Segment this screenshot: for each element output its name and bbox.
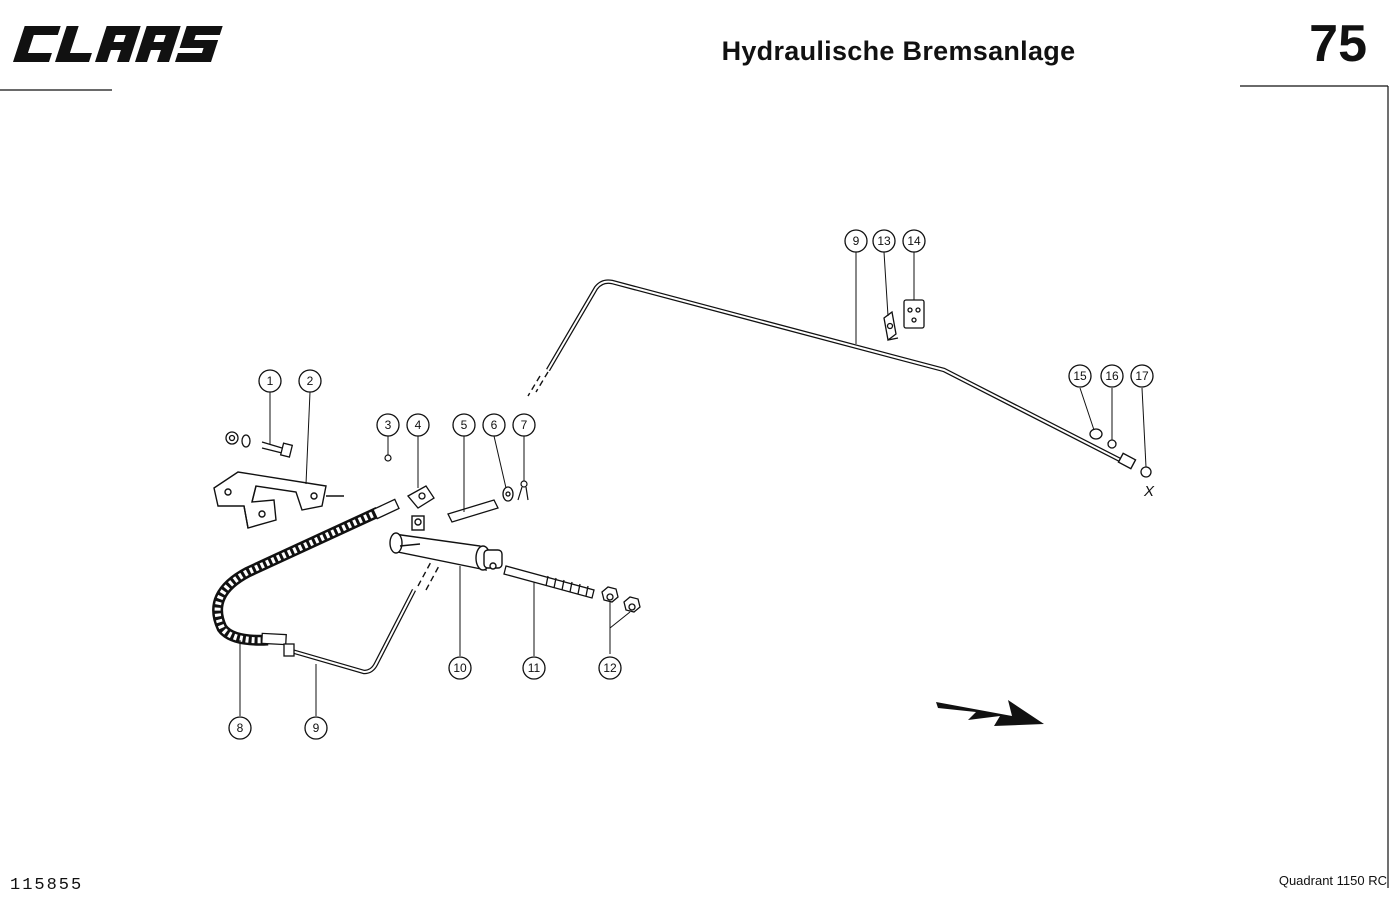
pin-part-5 xyxy=(447,499,499,523)
callout-label: 13 xyxy=(877,234,891,248)
callout-label: 7 xyxy=(521,418,528,432)
callout-12: 12 xyxy=(598,656,622,680)
claas-logo xyxy=(8,22,228,71)
banjo-fitting-part-4 xyxy=(406,485,435,509)
callout-17: 17 xyxy=(1130,364,1154,388)
callout-11: 11 xyxy=(522,656,546,680)
clamp-part-14 xyxy=(903,299,925,329)
brake-line-lower xyxy=(283,559,441,675)
callout-15: 15 xyxy=(1068,364,1092,388)
callout-label: 5 xyxy=(461,418,468,432)
callout-label: 9 xyxy=(853,234,860,248)
callout-label: 9 xyxy=(313,721,320,735)
callout-label: 8 xyxy=(237,721,244,735)
callout-label: 10 xyxy=(453,661,467,675)
callout-13: 13 xyxy=(872,229,896,253)
washer-part-6 xyxy=(502,486,514,502)
callout-2: 2 xyxy=(298,369,322,393)
leader-lines xyxy=(239,251,1147,716)
callout-label: 17 xyxy=(1135,369,1149,383)
end-marker-x: X xyxy=(1143,483,1155,500)
callout-label: 3 xyxy=(385,418,392,432)
callout-1: 1 xyxy=(258,369,282,393)
callout-8: 8 xyxy=(228,716,252,740)
brake-hose-part-8 xyxy=(212,498,400,646)
page-frame xyxy=(0,85,1389,888)
callout-7: 7 xyxy=(512,413,536,437)
callout-9-upper: 9 xyxy=(844,229,868,253)
callout-label: 11 xyxy=(528,661,541,675)
nuts-part-12 xyxy=(601,586,641,613)
claas-logo-graphic xyxy=(13,26,223,62)
callout-label: 6 xyxy=(491,418,498,432)
callout-label: 2 xyxy=(307,374,314,388)
callout-label: 1 xyxy=(267,374,274,388)
callout-label: 4 xyxy=(415,418,422,432)
brake-line-end-fitting xyxy=(1117,452,1137,470)
callout-14: 14 xyxy=(902,229,926,253)
callout-10: 10 xyxy=(448,656,472,680)
page-title: Hydraulische Bremsanlage xyxy=(721,36,1076,66)
callout-label: 14 xyxy=(907,234,921,248)
callout-9-lower: 9 xyxy=(304,716,328,740)
model-name: Quadrant 1150 RC xyxy=(1278,873,1387,888)
callout-16: 16 xyxy=(1100,364,1124,388)
callout-label: 16 xyxy=(1105,369,1119,383)
callout-label: 12 xyxy=(603,661,617,675)
document-number: 115855 xyxy=(10,876,84,895)
page-number: 75 xyxy=(1309,15,1367,73)
bracket-part-2 xyxy=(213,471,344,529)
fittings-15-16-17 xyxy=(1089,428,1152,478)
split-pin-part-7 xyxy=(517,480,529,501)
callout-6: 6 xyxy=(482,413,506,437)
brake-line-upper xyxy=(527,279,1126,465)
ball-part-3 xyxy=(384,454,392,462)
direction-arrow-icon xyxy=(936,700,1044,726)
callout-5: 5 xyxy=(452,413,476,437)
callout-4: 4 xyxy=(406,413,430,437)
clip-part-13 xyxy=(883,310,899,342)
callout-3: 3 xyxy=(376,413,400,437)
brake-cylinder-part-10 xyxy=(389,515,503,571)
callout-label: 15 xyxy=(1073,369,1087,383)
threaded-rod-part-11 xyxy=(503,565,595,599)
bolt-part-1 xyxy=(225,431,294,458)
